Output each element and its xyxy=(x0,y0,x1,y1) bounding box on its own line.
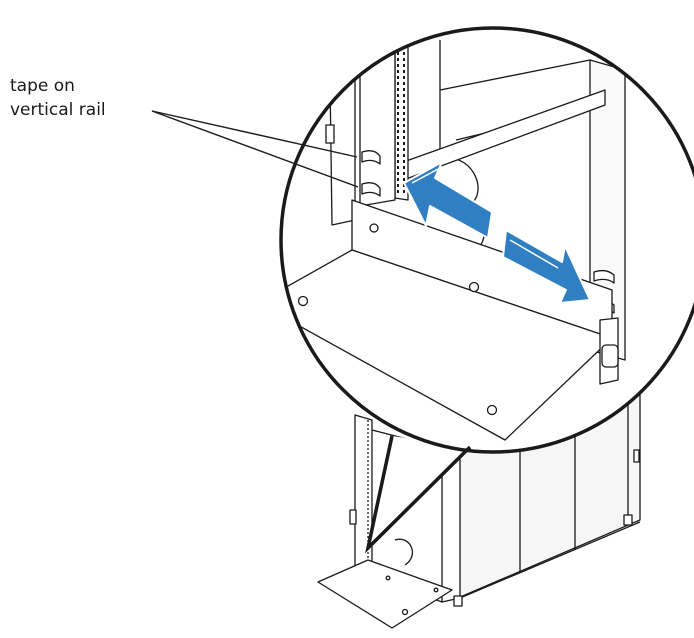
magnifier-circle xyxy=(279,26,694,454)
magnified-detail xyxy=(281,28,694,452)
slide-right-arrow-icon xyxy=(502,229,591,304)
callout-label-tape: tape on vertical rail xyxy=(10,74,106,122)
callout-label-line2: vertical rail xyxy=(10,100,106,120)
callout-label-line1: tape on xyxy=(10,76,75,96)
callout-leader-lines xyxy=(151,110,359,188)
slide-left-arrow-icon xyxy=(403,161,493,239)
